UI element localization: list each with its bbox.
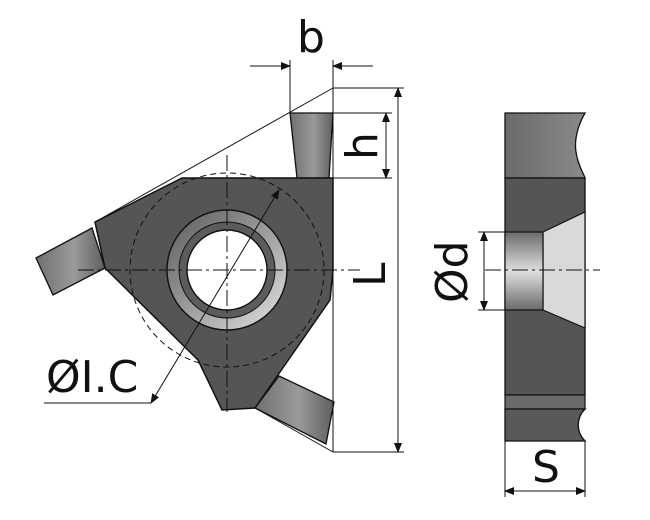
dimension-s: S — [504, 441, 586, 497]
label-ic: ØI.C — [46, 352, 138, 403]
side-bottom-face — [504, 408, 587, 442]
side-bottom-lip — [504, 394, 586, 410]
dimension-L: L — [333, 87, 404, 453]
dimension-d: Ød — [427, 231, 505, 311]
label-h: h — [337, 132, 388, 160]
side-view — [485, 112, 600, 442]
side-bore — [504, 231, 544, 311]
left-tip — [35, 227, 106, 296]
side-top-face — [504, 112, 587, 179]
envelope-line-bottom — [254, 407, 334, 453]
ic-dimension-line — [150, 189, 280, 404]
dimension-ic: ØI.C — [46, 352, 138, 403]
label-s: S — [532, 442, 560, 493]
dimension-b: b — [250, 12, 373, 113]
label-d: Ød — [427, 240, 478, 303]
dimension-h: h — [333, 112, 392, 179]
front-view — [35, 87, 360, 453]
top-tip — [289, 112, 334, 179]
label-b: b — [297, 12, 325, 63]
envelope-line-top — [94, 87, 334, 223]
label-L: L — [345, 262, 396, 287]
